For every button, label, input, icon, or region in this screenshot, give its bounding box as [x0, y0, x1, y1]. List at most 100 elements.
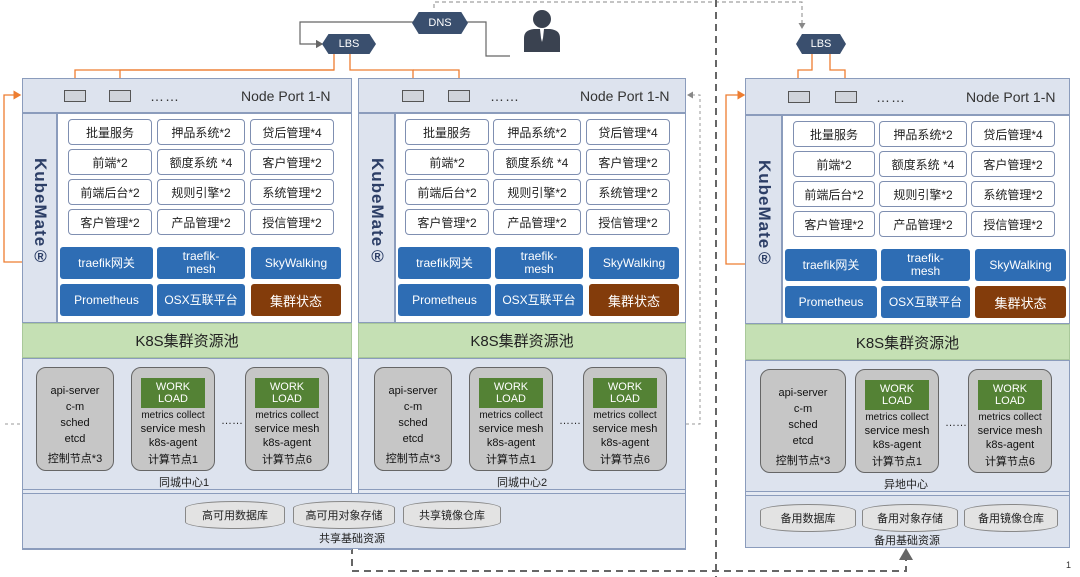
service-box[interactable]: 前端后台*2	[793, 181, 875, 207]
service-box[interactable]: 客户管理*2	[971, 151, 1055, 177]
service-box[interactable]: 押品系统*2	[157, 119, 245, 145]
shared-infra-label: 共享基础资源	[319, 533, 385, 545]
compute-node-line: k8s-agent	[985, 439, 1035, 451]
compute-node[interactable]: WORK LOAD metrics collect service mesh k…	[583, 367, 667, 471]
k8s-resource-pool: K8S集群资源池	[358, 323, 686, 358]
osx-platform[interactable]: OSX互联平台	[157, 284, 245, 316]
shared-db[interactable]: 高可用数据库	[185, 501, 285, 529]
k8s-resource-pool: K8S集群资源池	[22, 323, 352, 358]
skywalking[interactable]: SkyWalking	[975, 249, 1066, 281]
service-box[interactable]: 贷后管理*4	[971, 121, 1055, 147]
lbs-icon[interactable]: LBS	[796, 34, 846, 54]
shared-infra: 高可用数据库 高可用对象存储 共享镜像仓库 共享基础资源	[22, 493, 686, 549]
node-port-label: Node Port 1-N	[580, 88, 670, 104]
control-node[interactable]: api-server c-m sched etcd 控制节点*3	[760, 369, 846, 473]
control-node-line: 控制节点*3	[47, 453, 103, 465]
kubemate-panel: KubeMate®	[358, 113, 395, 323]
traefik-gateway[interactable]: traefik网关	[785, 249, 877, 281]
traefik-gateway[interactable]: traefik网关	[60, 247, 153, 279]
backup-object-storage[interactable]: 备用对象存储	[862, 504, 958, 532]
service-box[interactable]: 系统管理*2	[971, 181, 1055, 207]
service-box[interactable]: 客户管理*2	[68, 209, 152, 235]
service-box[interactable]: 产品管理*2	[157, 209, 245, 235]
service-box[interactable]: 前端后台*2	[405, 179, 489, 205]
service-box[interactable]: 客户管理*2	[793, 211, 875, 237]
control-node-line: sched	[398, 417, 428, 429]
dns-label: DNS	[428, 17, 452, 29]
service-box[interactable]: 批量服务	[405, 119, 489, 145]
skywalking[interactable]: SkyWalking	[251, 247, 341, 279]
kubemate-label: KubeMate®	[368, 158, 387, 268]
osx-platform[interactable]: OSX互联平台	[495, 284, 583, 316]
service-box[interactable]: 前端*2	[793, 151, 875, 177]
traefik-mesh[interactable]: traefik-mesh	[881, 249, 970, 281]
cluster-status[interactable]: 集群状态	[589, 284, 679, 316]
port-icon	[64, 90, 86, 102]
compute-node-line: service mesh	[478, 423, 544, 435]
prometheus[interactable]: Prometheus	[398, 284, 491, 316]
service-box[interactable]: 授信管理*2	[586, 209, 670, 235]
service-box[interactable]: 额度系统 *4	[493, 149, 581, 175]
service-box[interactable]: 规则引擎*2	[157, 179, 245, 205]
service-box[interactable]: 客户管理*2	[250, 149, 334, 175]
control-node-line: 控制节点*3	[775, 455, 831, 467]
service-box[interactable]: 前端后台*2	[68, 179, 152, 205]
service-box[interactable]: 客户管理*2	[405, 209, 489, 235]
control-node-line: 控制节点*3	[385, 453, 441, 465]
kubemate-panel: KubeMate®	[22, 113, 57, 323]
node-port-label: Node Port 1-N	[241, 88, 331, 104]
compute-node[interactable]: WORK LOAD metrics collect service mesh k…	[968, 369, 1052, 473]
control-node[interactable]: api-server c-m sched etcd 控制节点*3	[36, 367, 114, 471]
backup-image-registry[interactable]: 备用镜像仓库	[964, 504, 1058, 532]
nodes-dots: ……	[945, 417, 967, 429]
compute-node-line: service mesh	[864, 425, 930, 437]
backup-db[interactable]: 备用数据库	[760, 504, 856, 532]
cluster-status[interactable]: 集群状态	[251, 284, 341, 316]
service-box[interactable]: 产品管理*2	[879, 211, 967, 237]
service-box[interactable]: 前端*2	[68, 149, 152, 175]
shared-object-storage[interactable]: 高可用对象存储	[293, 501, 395, 529]
control-node-line: etcd	[64, 433, 86, 445]
service-box[interactable]: 额度系统 *4	[879, 151, 967, 177]
service-box[interactable]: 押品系统*2	[493, 119, 581, 145]
traefik-gateway[interactable]: traefik网关	[398, 247, 491, 279]
compute-node-line: 计算节点1	[147, 454, 199, 466]
compute-node-line: metrics collect	[479, 410, 543, 421]
compute-node[interactable]: WORK LOAD metrics collect service mesh k…	[469, 367, 553, 471]
service-box[interactable]: 授信管理*2	[971, 211, 1055, 237]
control-node[interactable]: api-server c-m sched etcd 控制节点*3	[374, 367, 452, 471]
control-node-line: sched	[60, 417, 90, 429]
compute-node[interactable]: WORK LOAD metrics collect service mesh k…	[245, 367, 329, 471]
service-box[interactable]: 批量服务	[793, 121, 875, 147]
prometheus[interactable]: Prometheus	[785, 286, 877, 318]
dns-icon[interactable]: DNS	[412, 12, 468, 34]
lbs-icon[interactable]: LBS	[322, 34, 376, 54]
service-box[interactable]: 系统管理*2	[586, 179, 670, 205]
service-box[interactable]: 系统管理*2	[250, 179, 334, 205]
center-label: 同城中心1	[159, 477, 210, 489]
service-box[interactable]: 规则引擎*2	[879, 181, 967, 207]
service-box[interactable]: 产品管理*2	[493, 209, 581, 235]
service-box[interactable]: 客户管理*2	[586, 149, 670, 175]
compute-node-line: k8s-agent	[148, 437, 198, 449]
port-dots: ……	[876, 89, 906, 105]
service-box[interactable]: 贷后管理*4	[586, 119, 670, 145]
prometheus[interactable]: Prometheus	[60, 284, 153, 316]
service-box[interactable]: 额度系统 *4	[157, 149, 245, 175]
service-box[interactable]: 前端*2	[405, 149, 489, 175]
cluster-status[interactable]: 集群状态	[975, 286, 1066, 318]
node-port-bar: …… Node Port 1-N	[358, 78, 686, 113]
service-box[interactable]: 押品系统*2	[879, 121, 967, 147]
service-box[interactable]: 批量服务	[68, 119, 152, 145]
compute-node[interactable]: WORK LOAD metrics collect service mesh k…	[855, 369, 939, 473]
osx-platform[interactable]: OSX互联平台	[881, 286, 970, 318]
node-port-label: Node Port 1-N	[966, 89, 1056, 105]
service-box[interactable]: 贷后管理*4	[250, 119, 334, 145]
traefik-mesh[interactable]: traefik-mesh	[157, 247, 245, 279]
compute-node[interactable]: WORK LOAD metrics collect service mesh k…	[131, 367, 215, 471]
service-box[interactable]: 授信管理*2	[250, 209, 334, 235]
shared-image-registry[interactable]: 共享镜像仓库	[403, 501, 501, 529]
service-box[interactable]: 规则引擎*2	[493, 179, 581, 205]
skywalking[interactable]: SkyWalking	[589, 247, 679, 279]
traefik-mesh[interactable]: traefik-mesh	[495, 247, 583, 279]
